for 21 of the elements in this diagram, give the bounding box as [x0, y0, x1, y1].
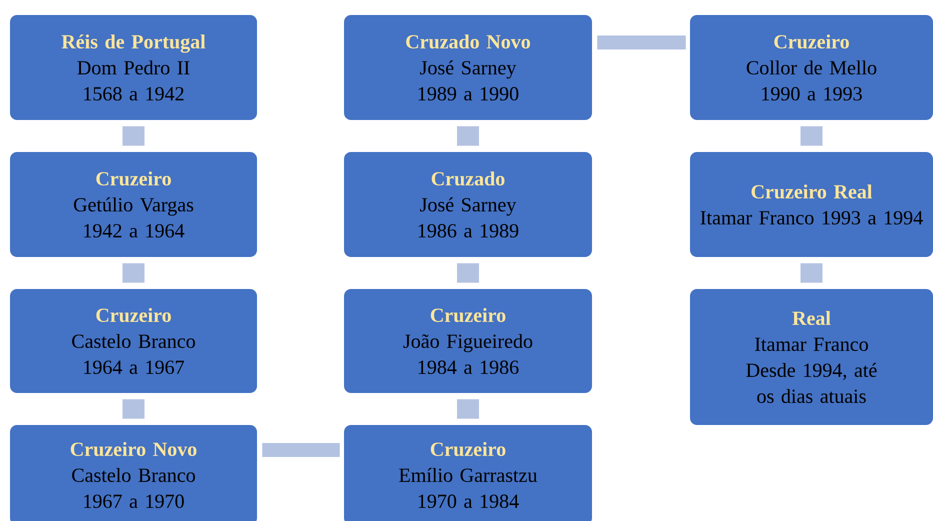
- currency-box: Cruzeiro Getúlio Vargas 1942 a 1964: [10, 152, 257, 257]
- currency-box: Cruzeiro Castelo Branco 1964 a 1967: [10, 289, 257, 393]
- currency-box: Réis de Portugal Dom Pedro II 1568 a 1942: [10, 15, 257, 120]
- connector-bar: [122, 263, 145, 283]
- connector-bar: [457, 399, 479, 419]
- connector-bar: [457, 263, 479, 283]
- connector-bar: [597, 36, 686, 50]
- currency-box: Cruzado Novo José Sarney 1989 a 1990: [344, 15, 592, 120]
- currency-box: Cruzado José Sarney 1986 a 1989: [344, 152, 592, 257]
- connector-bar: [800, 126, 822, 146]
- currency-box: Cruzeiro Real Itamar Franco 1993 a 1994: [690, 152, 933, 257]
- connector-bar: [800, 263, 822, 283]
- currency-box: Real Itamar Franco Desde 1994, até os dias atuais: [690, 289, 933, 425]
- currency-box: Cruzeiro Collor de Mello 1990 a 1993: [690, 15, 933, 120]
- currency-box: Cruzeiro Emílio Garrastzu 1970 a 1984: [344, 425, 592, 521]
- currency-box: Cruzeiro Novo Castelo Branco 1967 a 1970: [10, 425, 257, 521]
- currency-box: Cruzeiro João Figueiredo 1984 a 1986: [344, 289, 592, 393]
- connector-bar: [122, 399, 145, 419]
- connector-bar: [122, 126, 145, 146]
- connector-bar: [457, 126, 479, 146]
- connector-bar: [262, 443, 340, 457]
